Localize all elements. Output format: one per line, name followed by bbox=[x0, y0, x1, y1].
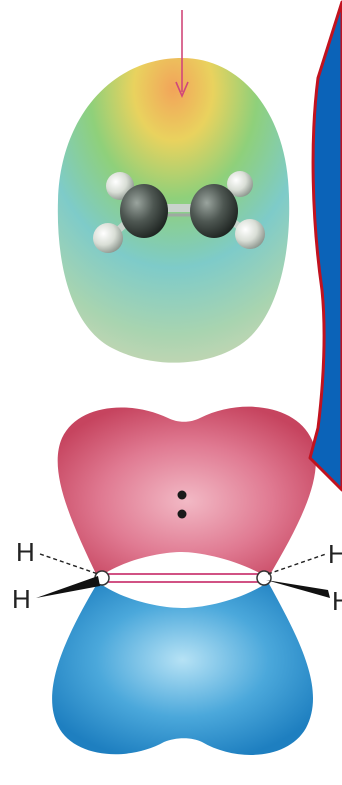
pi-orbital-lower-lobe bbox=[52, 582, 313, 755]
hydrogen-label-lower-right: H bbox=[332, 586, 342, 616]
wedge-bond-left bbox=[36, 576, 100, 598]
callout-shape bbox=[310, 2, 342, 490]
hydrogen-label-upper-left: H bbox=[16, 537, 35, 567]
wedge-bond-right bbox=[266, 580, 330, 598]
hydrogen-atom bbox=[93, 223, 123, 253]
hydrogen-atom bbox=[235, 219, 265, 249]
nodal-plane bbox=[100, 564, 264, 596]
electrostatic-potential-map bbox=[58, 10, 289, 363]
hydrogen-label-lower-left: H bbox=[12, 584, 31, 614]
carbon-atom bbox=[190, 184, 238, 238]
hydrogen-label-upper-right: H bbox=[328, 539, 342, 569]
electron-dot bbox=[178, 510, 187, 519]
electron-dot bbox=[178, 491, 187, 500]
pi-orbital-upper-lobe bbox=[58, 407, 316, 578]
carbon-atom bbox=[120, 184, 168, 238]
pi-bond-orbital-diagram: H H H H bbox=[12, 407, 342, 755]
callout-bubble bbox=[310, 2, 342, 490]
